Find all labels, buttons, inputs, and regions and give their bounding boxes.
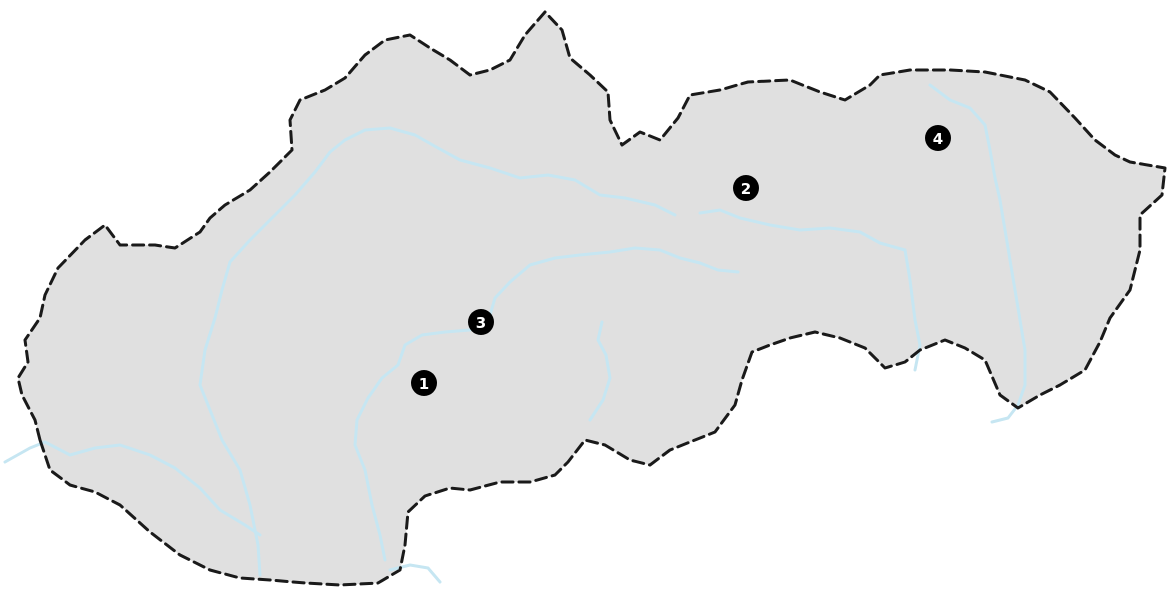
marker-4[interactable]: 4 [925,125,951,151]
marker-3-circle [468,309,494,335]
country-area [18,12,1165,585]
river [928,83,1027,424]
river [588,320,612,422]
marker-1-circle [411,370,437,396]
marker-2[interactable]: 2 [733,175,759,201]
rivers [3,83,1027,584]
marker-2-circle [733,175,759,201]
country-border [16,10,1167,587]
river [388,563,442,584]
marker-3[interactable]: 3 [468,309,494,335]
marker-1[interactable]: 1 [411,370,437,396]
marker-1-label: 1 [419,375,429,393]
river [698,208,922,372]
marker-3-label: 3 [476,314,486,332]
marker-4-circle [925,125,951,151]
marker-4-label: 4 [933,130,943,148]
marker-2-label: 2 [741,180,751,198]
river [198,126,677,577]
